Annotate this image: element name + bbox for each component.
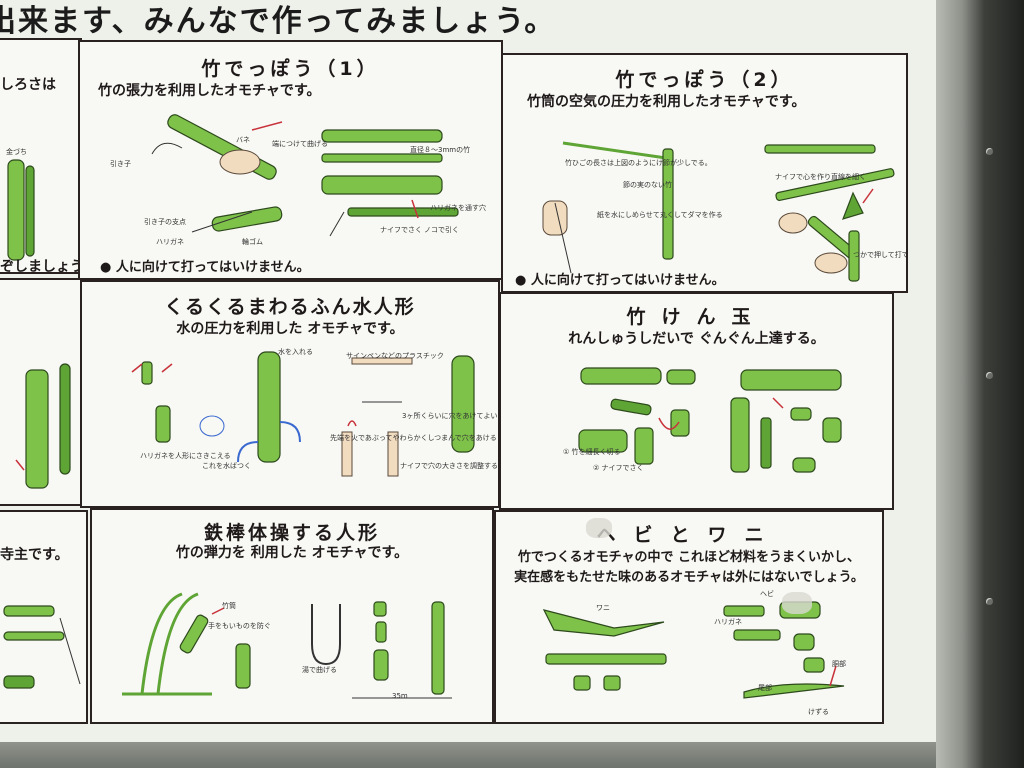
left-middle-bamboo-illustration [15, 363, 71, 489]
sign-frame-bottom [0, 742, 960, 768]
panel-teppou-2: 竹でっぽう（2） 竹筒の空気の圧力を利用したオモチャです。 竹ひごの長さは上図の… [501, 53, 908, 293]
hebi-note-wani: ワニ [596, 604, 610, 612]
tetsubou-note-tsutsu: 竹筒 [222, 602, 236, 610]
panel-funsui: くるくるまわるふん水人形 水の圧力を利用した オモチャです。 ハリガネを人形にさ… [80, 280, 500, 508]
popgun-1-illustration [151, 114, 459, 237]
popgun-2-note-3: 紙を水にしめらせて丸くしてダマを作る [597, 211, 723, 219]
funsui-note-6: 3ヶ所くらいに穴をあけてよい [402, 412, 498, 420]
left-panel-middle [0, 278, 84, 506]
panel-teppou-2-warning: ● 人に向けて打ってはいけません。 [515, 273, 725, 288]
frame-bolt [986, 598, 993, 605]
panel-kendama: 竹けん玉 れんしゅうしだいで ぐんぐん上達する。 ① 竹を細長く切る ② ナイフ… [499, 292, 894, 510]
left-panel-bottom: 寺主です。 [0, 510, 88, 724]
hebi-note-hebi: ヘビ [760, 590, 774, 598]
panel-kendama-subtitle: れんしゅうしだいで ぐんぐん上達する。 [568, 331, 825, 347]
panel-teppou-2-title: 竹でっぽう（2） [615, 69, 794, 91]
hebi-note-harigane: ハリガネ [714, 618, 742, 626]
signboard: 出来ます、みんなで作ってみましょう。 しろさは 金づち ぞしましょう。 寺主です… [0, 0, 946, 744]
left-bottom-fragment: 寺主です。 [0, 547, 69, 563]
panel-tetsubou: 鉄棒体操する人形 竹の弾力を 利用した オモチャです。 竹筒 手をもいものを防ぐ… [90, 508, 494, 724]
funsui-note-1: ハリガネを人形にさきこえる [140, 452, 231, 460]
popgun-2-note-4: ナイフで心を作り直線を細く [775, 173, 866, 181]
panel-hebi-wani: ヘビとワニ 竹でつくるオモチャの中で これほど材料をうまくいかし、 実在感をもた… [494, 510, 884, 724]
panel-teppou-1-subtitle: 竹の張力を利用したオモチャです。 [98, 83, 321, 99]
popgun-1-note-harigane: ハリガネ [156, 238, 184, 246]
panel-kendama-title: 竹けん玉 [626, 306, 767, 328]
popgun-2-note-5: つかで押して打てるように [853, 251, 906, 259]
popgun-1-note-shiten: 引き子の支点 [144, 218, 186, 226]
funsui-note-5: 先端を火であぶってやわらかくしつまんで穴をあける [330, 434, 497, 442]
popgun-1-note-hashi: 端につけて曲げる [272, 140, 328, 148]
panel-hebi-wani-subtitle: 竹でつくるオモチャの中で これほど材料をうまくいかし、 [517, 550, 861, 565]
hebi-note-kezuru: けずる [808, 708, 829, 716]
panel-funsui-subtitle: 水の圧力を利用した オモチャです。 [176, 321, 404, 337]
board-heading: 出来ます、みんなで作ってみましょう。 [0, 4, 557, 39]
panel-teppou-2-subtitle: 竹筒の空気の圧力を利用したオモチャです。 [527, 94, 806, 110]
left-top-note: 金づち [6, 148, 27, 156]
kendama-illustration [578, 367, 842, 473]
panel-teppou-1-warning-text: 人に向けて打ってはいけません。 [115, 260, 310, 275]
panel-tetsubou-title: 鉄棒体操する人形 [203, 522, 380, 544]
tetsubou-note-35m: 35m [392, 692, 408, 700]
tetsubou-note-fusegu: 手をもいものを防ぐ [208, 622, 271, 630]
kendama-note-1: ① 竹を細長く切る [563, 448, 621, 456]
kendama-note-2: ② ナイフでさく [593, 464, 644, 472]
panel-hebi-wani-subtitle-2: 実在感をもたせた味のあるオモチャは外にはないでしょう。 [514, 570, 864, 585]
left-bottom-bamboo-illustration [3, 605, 81, 689]
left-panel-top: しろさは 金づち ぞしましょう。 [0, 38, 82, 274]
fountain-doll-illustration [131, 351, 475, 477]
left-top-bamboo-illustration [7, 159, 35, 261]
panel-funsui-title: くるくるまわるふん水人形 [164, 296, 416, 318]
sign-damage-patch [586, 518, 612, 538]
panel-teppou-1-warning: ● 人に向けて打ってはいけません。 [100, 260, 310, 275]
left-top-fragment: しろさは [0, 77, 56, 93]
bar-gymnast-illustration [122, 592, 452, 699]
popgun-1-note-hikiko: 引き子 [110, 160, 131, 168]
popgun-1-note-knife: ナイフでさく [380, 226, 422, 234]
frame-bolt [986, 148, 993, 155]
funsui-note-7: ナイフで穴の大きさを調整する [400, 462, 498, 470]
panel-tetsubou-subtitle: 竹の弾力を 利用した オモチャです。 [175, 545, 409, 561]
tetsubou-note-yu: 湯で曲げる [302, 666, 337, 674]
popgun-2-note-2: 節の実のない竹 [623, 181, 672, 189]
popgun-1-note-bane: バネ [236, 136, 250, 144]
panel-hebi-wani-title: ヘビとワニ [596, 524, 782, 546]
sign-damage-patch-2 [782, 592, 812, 614]
funsui-note-4: サインペンなどのプラスチック [346, 352, 444, 360]
snake-crocodile-illustration [542, 601, 845, 699]
panel-teppou-1-title: 竹でっぽう（1） [201, 58, 380, 80]
popgun-2-illustration [542, 141, 895, 282]
frame-bolt [986, 372, 993, 379]
funsui-note-2: これを水ばつく [202, 462, 251, 470]
popgun-2-note-1: 竹ひごの長さは上図のようにけ節が少しでる。 [565, 159, 712, 167]
hebi-note-bi: 尾部 [758, 684, 772, 692]
popgun-1-note-diameter: 直径８〜3mmの竹 [410, 146, 471, 154]
popgun-1-note-wagomu: 輪ゴム [242, 238, 263, 246]
panel-teppou-2-warning-text: 人に向けて打ってはいけません。 [530, 273, 725, 288]
popgun-1-note-saw: ノコで引く [424, 226, 459, 234]
popgun-1-note-ana: ハリガネを通す穴 [430, 204, 486, 212]
panel-teppou-1: 竹でっぽう（1） 竹の張力を利用したオモチャです。 バネ 端につけて曲げる 引き… [78, 40, 503, 280]
left-middle-fragment: ぞしましょう。 [0, 259, 82, 274]
sign-frame-right [936, 0, 1024, 768]
funsui-note-3: 水を入れる [278, 348, 313, 356]
hebi-note-dou: 胴部 [832, 660, 846, 668]
